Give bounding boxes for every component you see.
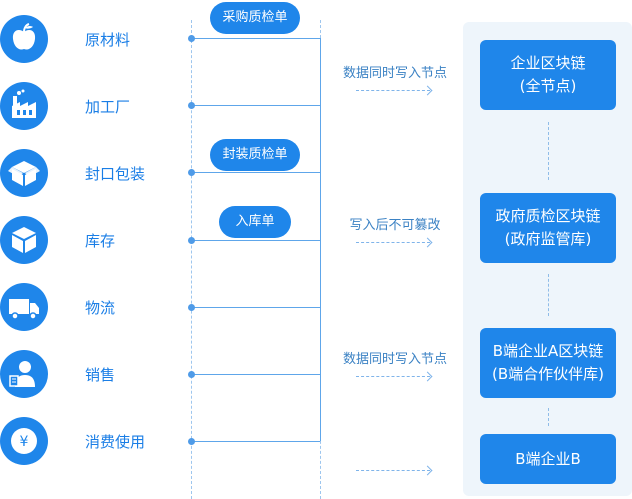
chain-enterprise: 企业区块链 (全节点) <box>480 40 616 110</box>
consumer-arrow-line <box>356 470 430 471</box>
chain-partner-a-subtitle: (B端合作伙伴库) <box>492 365 604 383</box>
connector-sales <box>191 374 320 375</box>
arrow-note-sync: 数据同时写入节点 <box>342 66 447 81</box>
timeline-node <box>188 237 195 244</box>
stage-label-sales: 销售 <box>85 366 116 384</box>
doc-packaging-inspection: 封装质检单 <box>210 139 300 171</box>
chain-partner-b: B端企业B <box>480 434 616 484</box>
timeline-node <box>188 169 195 176</box>
stage-label-logistics: 物流 <box>85 299 116 317</box>
collector-line <box>320 38 321 441</box>
apple-icon <box>0 15 48 63</box>
timeline-node <box>188 304 195 311</box>
cube-icon <box>0 216 48 264</box>
svg-text:¥: ¥ <box>20 434 29 450</box>
factory-icon <box>0 82 48 130</box>
sync-arrow-head <box>422 85 433 96</box>
timeline-node <box>188 35 195 42</box>
chain-partner-b-title: B端企业B <box>515 449 581 468</box>
package-box-icon <box>0 149 48 197</box>
chain-government-title: 政府质检区块链 <box>495 207 601 225</box>
timeline-node <box>188 371 195 378</box>
timeline-node <box>188 438 195 445</box>
doc-purchase-inspection: 采购质检单 <box>210 2 300 34</box>
chain-partner-a: B端企业A区块链 (B端合作伙伴库) <box>480 328 616 398</box>
yen-coin-icon: ¥ <box>0 417 48 465</box>
consumer-arrow-head <box>422 465 433 476</box>
connector-consumption <box>191 441 320 442</box>
chain-government-subtitle: (政府监管库) <box>504 230 592 248</box>
doc-warehouse-receipt: 入库单 <box>219 206 291 238</box>
connector-logistics <box>191 307 320 308</box>
immutable-arrow-line <box>356 242 430 243</box>
sync-arrow-line-2 <box>356 376 430 377</box>
arrow-note-sync-2: 数据同时写入节点 <box>342 352 447 367</box>
immutable-arrow-head <box>422 237 433 248</box>
salesperson-icon <box>0 350 48 398</box>
connector-raw-material <box>191 38 320 39</box>
connector-processing <box>191 105 320 106</box>
sync-arrow-head-2 <box>422 371 433 382</box>
stage-label-processing: 加工厂 <box>85 98 131 116</box>
chain-link <box>548 274 549 316</box>
chain-link <box>548 122 549 180</box>
stage-label-packaging: 封口包装 <box>85 165 146 183</box>
chain-link <box>548 408 549 426</box>
arrow-note-immutable: 写入后不可篡改 <box>349 218 441 233</box>
timeline-node <box>188 102 195 109</box>
stage-label-raw-material: 原材料 <box>85 31 131 49</box>
connector-inventory <box>191 240 320 241</box>
connector-packaging <box>191 172 320 173</box>
timeline-dashed-line <box>191 20 192 499</box>
chain-enterprise-title: 企业区块链 <box>510 54 586 72</box>
sync-arrow-line <box>356 90 430 91</box>
stage-label-consumption: 消费使用 <box>85 433 146 451</box>
chain-partner-a-title: B端企业A区块链 <box>492 342 604 360</box>
chain-government: 政府质检区块链 (政府监管库) <box>480 193 616 263</box>
truck-icon <box>0 283 48 331</box>
chain-enterprise-subtitle: (全节点) <box>519 77 577 95</box>
stage-label-inventory: 库存 <box>85 232 116 250</box>
